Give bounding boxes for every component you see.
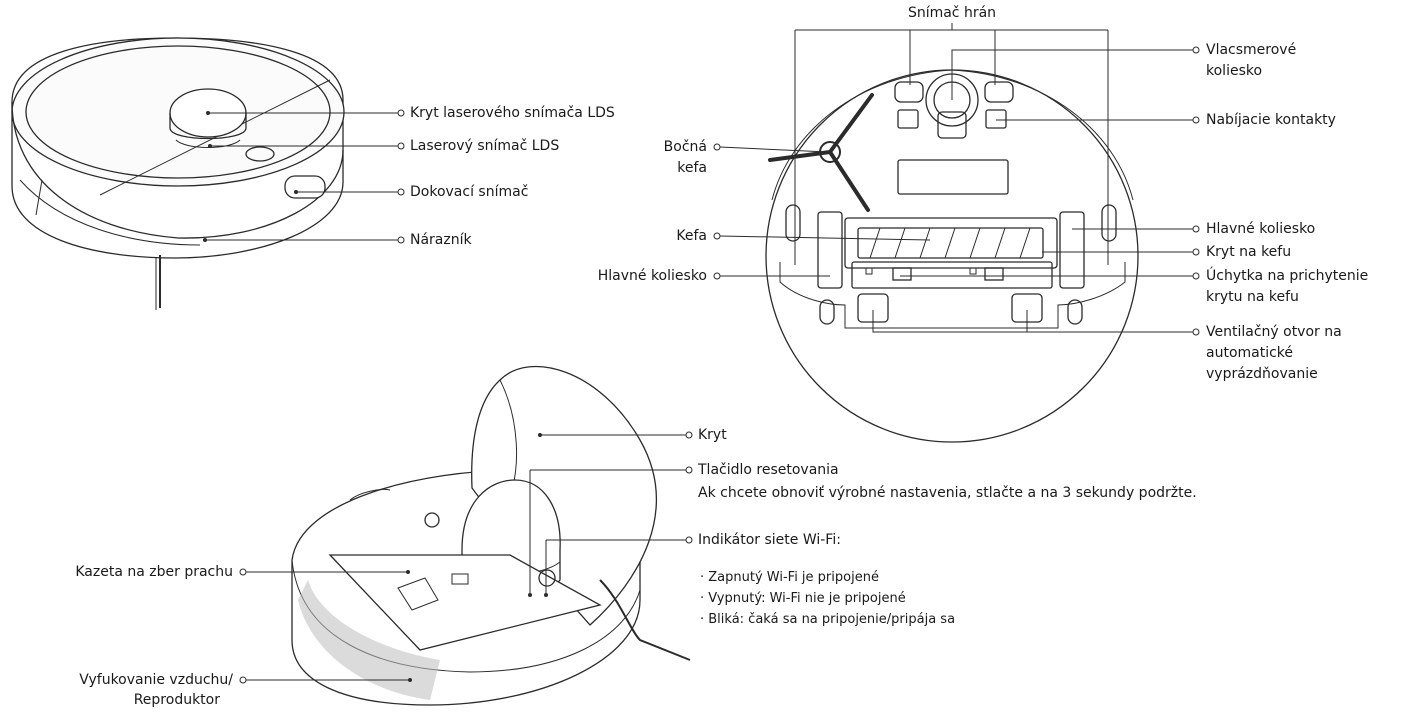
label-side-brush-line2: kefa <box>677 160 707 176</box>
label-lds-sensor: Laserový snímač LDS <box>410 138 560 154</box>
label-brush: Kefa <box>676 228 707 244</box>
label-main-wheel-left: Hlavné koliesko <box>597 268 707 284</box>
wifi-status-blink: · Bliká: čaká sa na pripojenie/pripája s… <box>700 612 956 627</box>
wifi-status-off: · Vypnutý: Wi-Fi nie je pripojené <box>700 591 906 606</box>
label-edge-sensor: Snímač hrán <box>907 5 997 21</box>
dust-bin-shape <box>328 554 602 651</box>
robot-bottom-view <box>765 69 1139 443</box>
label-omni-wheel-line2: koliesko <box>1206 63 1263 79</box>
label-dock-sensor: Dokovací snímač <box>410 184 529 200</box>
label-vent-line1: Ventilačný otvor na <box>1206 324 1342 340</box>
exhaust-speaker-grille <box>298 580 440 700</box>
dock-sensor-shape <box>284 175 326 199</box>
label-omni-wheel-line1: Vlacsmerové <box>1206 42 1297 58</box>
reset-button-note: Ak chcete obnoviť výrobné nastavenia, st… <box>698 485 1197 501</box>
robot-top-view <box>11 37 345 310</box>
label-main-wheel-right: Hlavné koliesko <box>1206 221 1316 237</box>
label-cover: Kryt <box>698 427 727 443</box>
robot-open-lid-view <box>291 365 691 706</box>
label-reset-button: Tlačidlo resetovania <box>698 462 839 478</box>
label-exhaust-line2: Reproduktor <box>133 692 220 708</box>
label-lds-cover: Kryt laserového snímača LDS <box>410 105 615 121</box>
label-latch-line1: Úchytka na prichytenie <box>1206 268 1369 284</box>
wifi-status-on: · Zapnutý Wi-Fi je pripojené <box>700 570 879 585</box>
label-vent-line3: vyprázdňovanie <box>1206 366 1318 382</box>
label-charging-contacts: Nabíjacie kontakty <box>1206 112 1336 128</box>
label-vent-line2: automatické <box>1206 345 1294 361</box>
label-side-brush-line1: Bočná <box>663 139 707 155</box>
label-latch-line2: krytu na kefu <box>1206 289 1299 305</box>
label-wifi-indicator: Indikátor siete Wi-Fi: <box>698 532 841 548</box>
open-lid <box>471 365 657 626</box>
label-bumper: Nárazník <box>410 232 472 248</box>
label-dust-bin: Kazeta na zber prachu <box>75 564 233 580</box>
label-brush-cover: Kryt na kefu <box>1206 244 1292 260</box>
label-exhaust-line1: Vyfukovanie vzduchu/ <box>79 672 233 688</box>
